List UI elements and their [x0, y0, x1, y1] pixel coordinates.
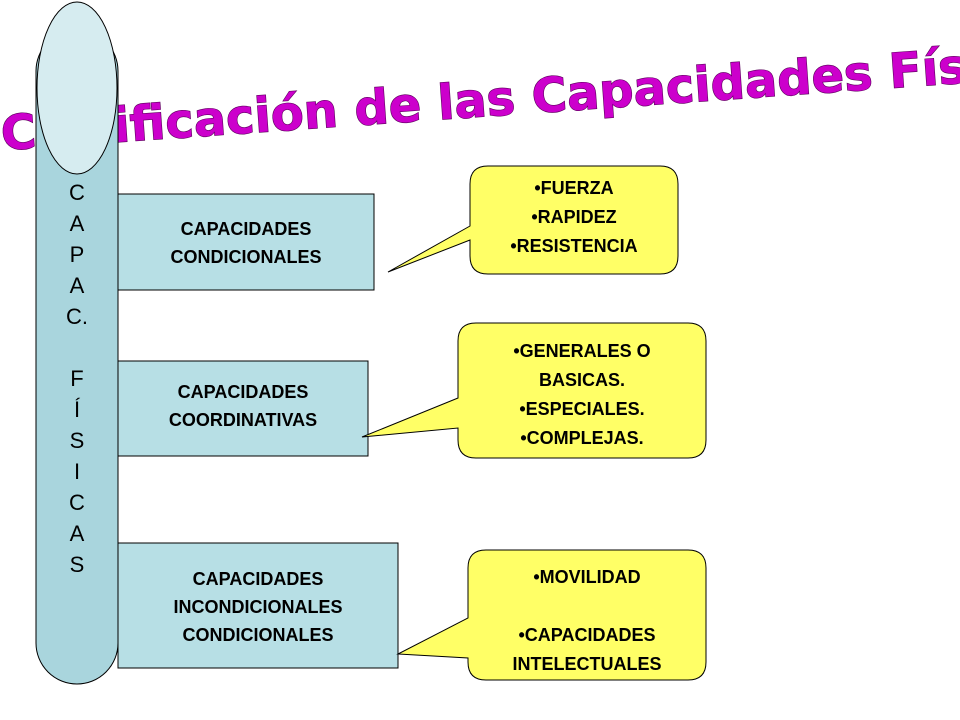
- bubble-condicionales-line-0: •FUERZA: [534, 178, 613, 198]
- bubble-coordinativas-line-1: BASICAS.: [539, 370, 625, 390]
- box-incondicionales: CAPACIDADES INCONDICIONALES CONDICIONALES: [117, 542, 399, 669]
- bubble-coordinativas-line-0: •GENERALES O: [513, 341, 650, 361]
- box-condicionales-text: CAPACIDADES CONDICIONALES: [170, 219, 321, 267]
- bubble-condicionales-shape: [387, 165, 679, 275]
- bubble-incondicionales-line-2: •CAPACIDADES: [519, 625, 656, 645]
- bubble-condicionales-line-1: •RAPIDEZ: [531, 207, 616, 227]
- column-letter-line-6: F: [70, 366, 83, 391]
- box-coordinativas-line-0: CAPACIDADES: [178, 382, 309, 402]
- bubble-incondicionales: •MOVILIDAD •CAPACIDADES INTELECTUALES: [396, 549, 707, 681]
- bubble-condicionales-text: •FUERZA •RAPIDEZ •RESISTENCIA: [510, 178, 637, 256]
- box-coordinativas-text: CAPACIDADES COORDINATIVAS: [169, 382, 317, 430]
- column-letter-line-9: I: [74, 459, 80, 484]
- column-letter-line-10: C: [69, 490, 85, 515]
- column-letter-line-8: S: [70, 428, 85, 453]
- column-letter-line-11: A: [70, 521, 85, 546]
- column-letter-line-1: A: [70, 211, 85, 236]
- bubble-incondicionales-shape: [396, 549, 707, 681]
- column-letter-line-12: S: [70, 552, 85, 577]
- box-coordinativas-rect: [117, 360, 369, 457]
- bubble-condicionales: •FUERZA •RAPIDEZ •RESISTENCIA: [387, 165, 679, 275]
- box-condicionales-line-0: CAPACIDADES: [181, 219, 312, 239]
- box-coordinativas: CAPACIDADES COORDINATIVAS: [117, 360, 369, 457]
- bubble-coordinativas-line-2: •ESPECIALES.: [519, 399, 644, 419]
- box-incondicionales-line-2: CONDICIONALES: [182, 625, 333, 645]
- bubble-incondicionales-text: •MOVILIDAD •CAPACIDADES INTELECTUALES: [512, 567, 661, 674]
- bubble-coordinativas-text: •GENERALES O BASICAS. •ESPECIALES. •COMPLEJ…: [513, 341, 650, 448]
- bubble-coordinativas: •GENERALES O BASICAS. •ESPECIALES. •COMPLEJ…: [361, 322, 707, 459]
- column-top-oval: [36, 1, 118, 175]
- box-incondicionales-rect: [117, 542, 399, 669]
- column-letter-line-7: Í: [74, 397, 81, 422]
- box-condicionales: CAPACIDADES CONDICIONALES: [117, 193, 375, 291]
- box-incondicionales-line-1: INCONDICIONALES: [173, 597, 342, 617]
- box-condicionales-rect: [117, 193, 375, 291]
- bubble-coordinativas-shape: [361, 322, 707, 459]
- bubble-coordinativas-line-3: •COMPLEJAS.: [520, 428, 643, 448]
- bubble-incondicionales-line-3: INTELECTUALES: [512, 654, 661, 674]
- box-incondicionales-text: CAPACIDADES INCONDICIONALES CONDICIONALES: [173, 569, 342, 645]
- bubble-incondicionales-line-0: •MOVILIDAD: [533, 567, 640, 587]
- bubble-condicionales-line-2: •RESISTENCIA: [510, 236, 637, 256]
- column-letter-line-4: C.: [66, 304, 88, 329]
- box-coordinativas-line-1: COORDINATIVAS: [169, 410, 317, 430]
- page-title: Clasificación de las Capacidades Físicas…: [0, 30, 960, 162]
- column-letter-line-0: C: [69, 180, 85, 205]
- column-letter-line-2: P: [70, 242, 85, 267]
- column-letter-line-3: A: [70, 273, 85, 298]
- box-condicionales-line-1: CONDICIONALES: [170, 247, 321, 267]
- box-incondicionales-line-0: CAPACIDADES: [193, 569, 324, 589]
